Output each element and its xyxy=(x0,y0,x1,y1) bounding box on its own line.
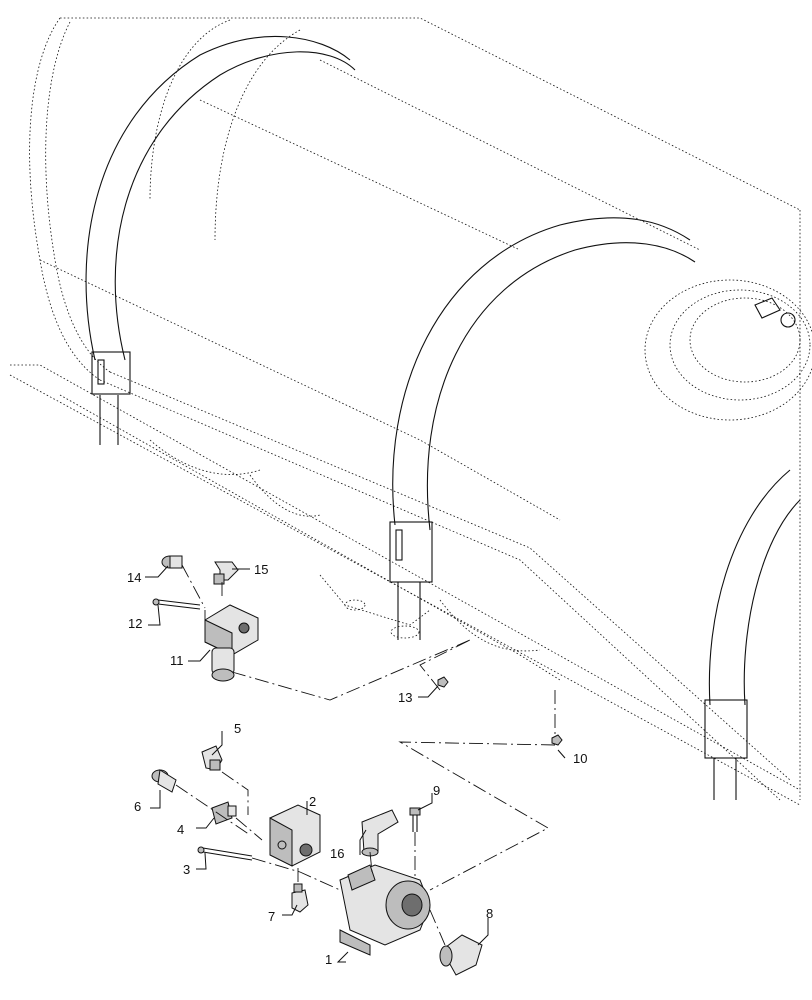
callout-6: 6 xyxy=(134,799,141,814)
hose-barb-8 xyxy=(439,934,483,976)
fitting-14 xyxy=(161,555,183,569)
tank-fill-lid xyxy=(644,279,812,421)
callout-8: 8 xyxy=(486,906,493,921)
tank-outline xyxy=(29,17,801,801)
long-bolt-12 xyxy=(152,598,201,610)
elbow-fitting-16 xyxy=(361,809,399,857)
callout-9: 9 xyxy=(433,783,440,798)
callout-14: 14 xyxy=(127,570,141,585)
callout-1: 1 xyxy=(325,952,332,967)
frame-rail xyxy=(9,364,801,806)
callout-leaders xyxy=(145,565,566,963)
elbow-fitting-7 xyxy=(291,883,309,913)
callout-3: 3 xyxy=(183,862,190,877)
nut-10 xyxy=(551,734,563,746)
fitting-6 xyxy=(151,769,177,793)
callout-11: 11 xyxy=(170,653,184,668)
adapter-4 xyxy=(211,801,237,825)
assembly-lines xyxy=(175,564,556,946)
callout-13: 13 xyxy=(398,690,412,705)
centrifugal-pump xyxy=(339,864,431,956)
tank-strap-right xyxy=(704,469,801,800)
callout-16: 16 xyxy=(330,846,344,861)
callout-5: 5 xyxy=(234,721,241,736)
callout-7: 7 xyxy=(268,909,275,924)
callout-numbers: 1 2 3 4 5 6 7 8 9 10 11 12 13 14 15 16 xyxy=(127,562,587,967)
solenoid-valve xyxy=(204,604,259,682)
hydraulic-motor xyxy=(269,804,321,867)
callout-10: 10 xyxy=(573,751,587,766)
callout-12: 12 xyxy=(128,616,142,631)
tank-strap-left xyxy=(85,36,356,445)
bolt-9 xyxy=(409,807,421,832)
tank-strap-middle xyxy=(389,217,696,640)
callout-2: 2 xyxy=(309,794,316,809)
nut-13 xyxy=(437,676,449,688)
callout-4: 4 xyxy=(177,822,184,837)
callout-15: 15 xyxy=(254,562,268,577)
elbow-fitting-15 xyxy=(213,561,239,585)
elbow-fitting-5 xyxy=(201,745,223,771)
bolt-3 xyxy=(197,846,253,861)
